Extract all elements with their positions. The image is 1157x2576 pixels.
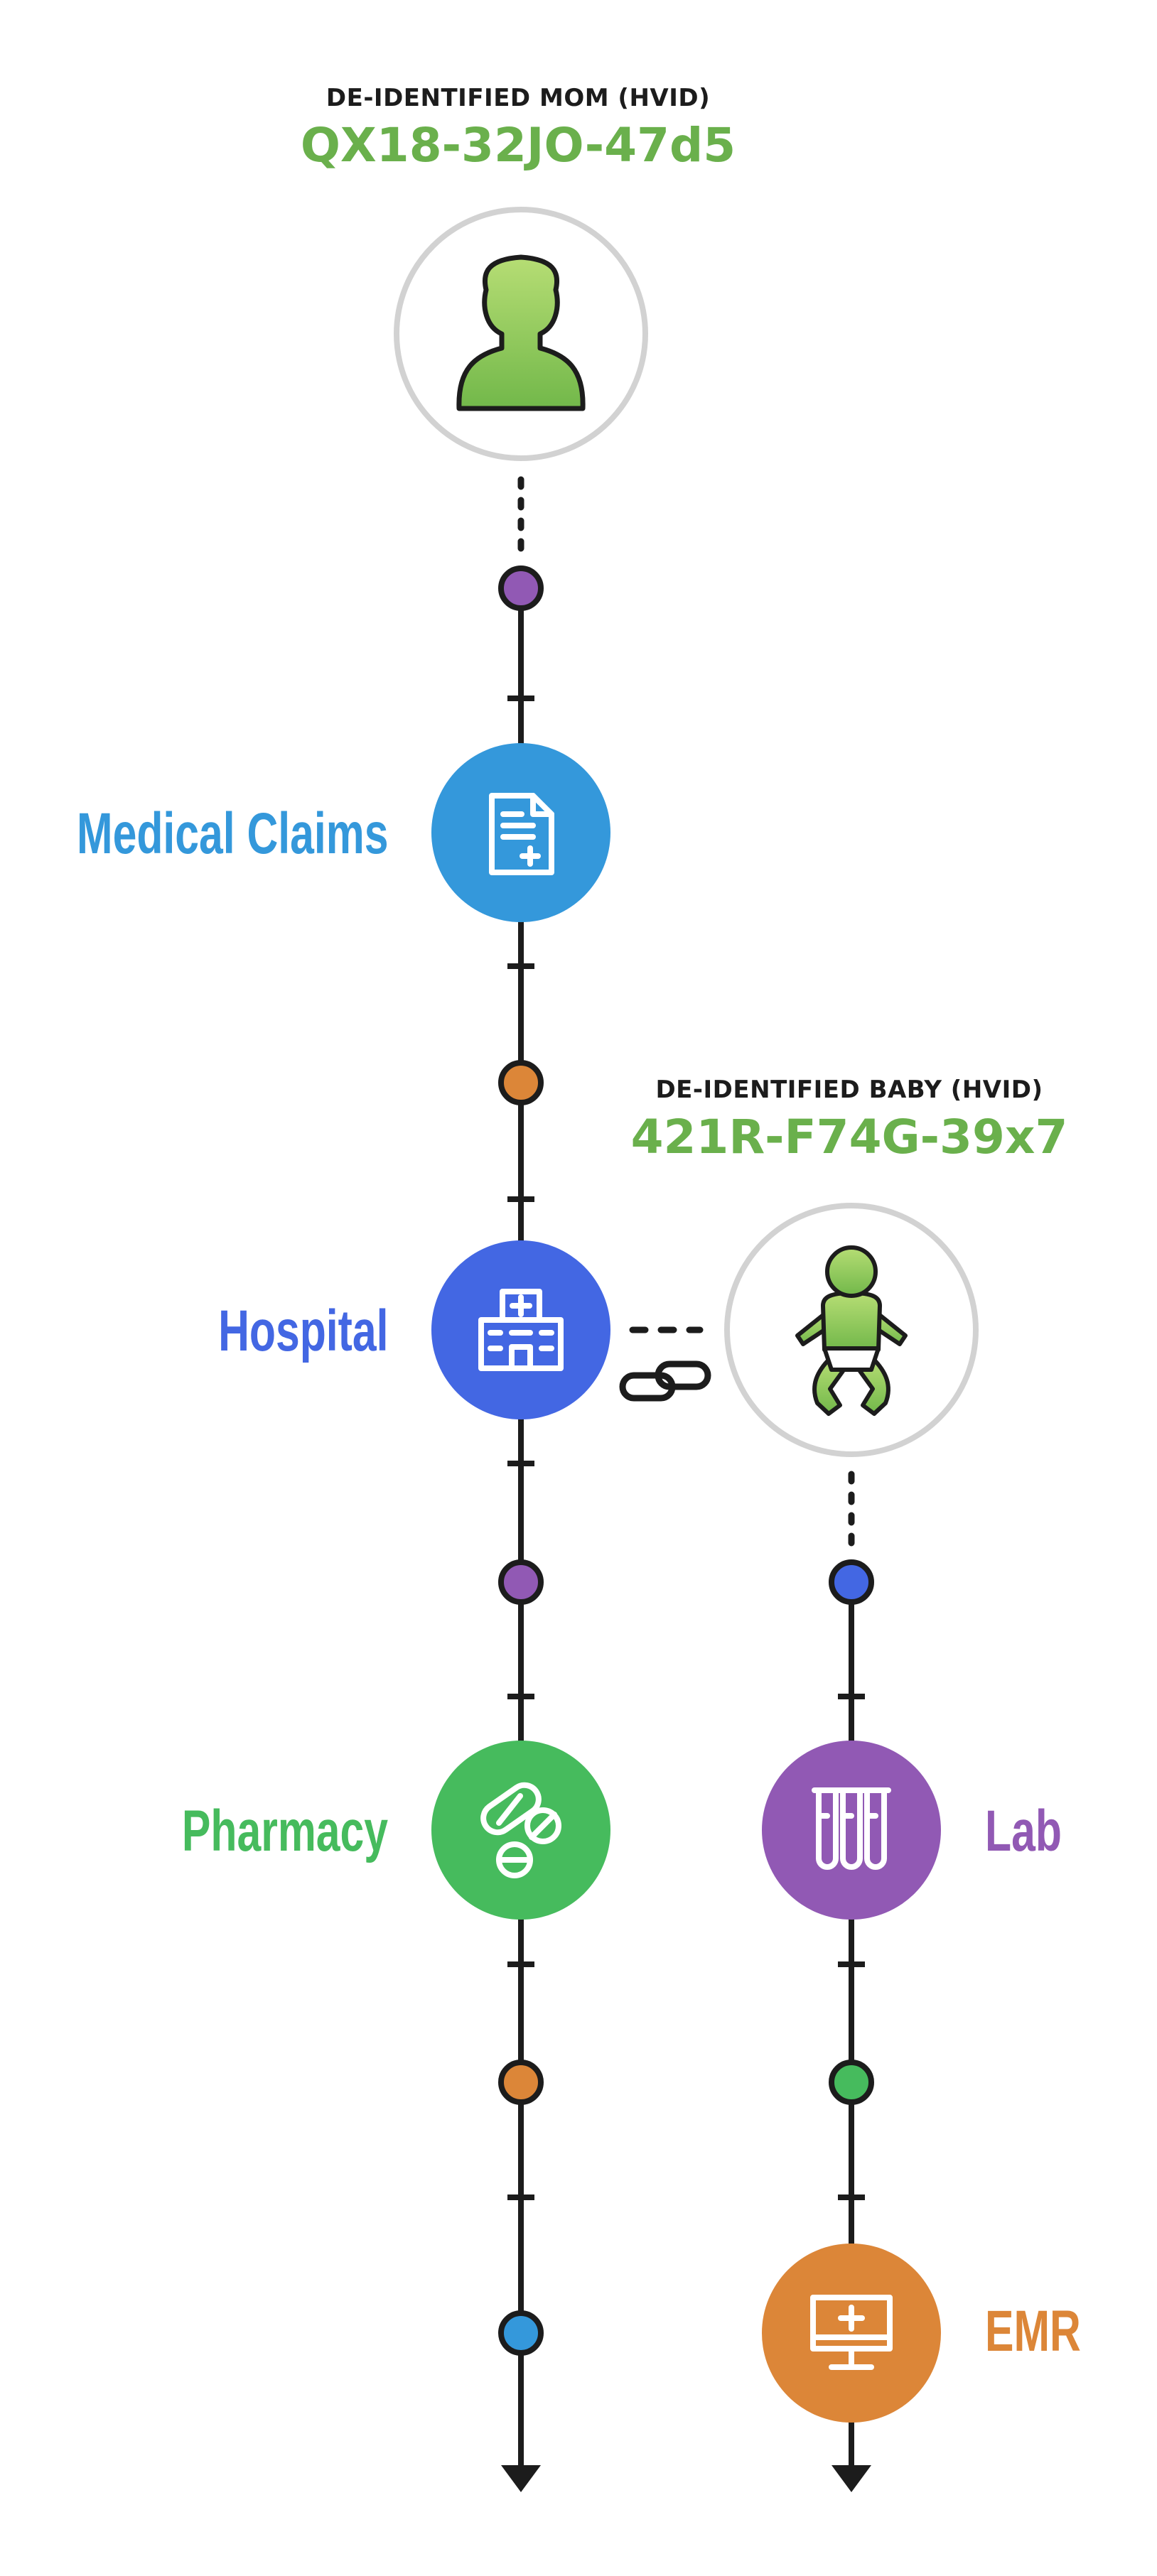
baby-event-dots (829, 1559, 874, 2105)
mom-id-caption: DE-IDENTIFIED MOM (HVID) (325, 84, 711, 112)
baby-id-caption: DE-IDENTIFIED BABY (HVID) (655, 1076, 1043, 1104)
event-dot-orange (498, 2060, 544, 2105)
pharmacy-label: Pharmacy (181, 1799, 388, 1863)
event-dot-orange (498, 1060, 544, 1105)
event-dot-purple (498, 1559, 544, 1605)
event-dot-royal-blue (829, 1559, 874, 1605)
woman-avatar-icon (456, 254, 586, 411)
event-dot-purple (498, 565, 544, 611)
lab-node (762, 1741, 941, 1920)
emr-node (762, 2244, 941, 2423)
hospital-label: Hospital (217, 1299, 388, 1363)
hospital-building-icon (478, 1289, 564, 1371)
mom-id-value: QX18-32JO-47d5 (300, 118, 736, 173)
lab-label: Lab (985, 1799, 1062, 1863)
medical-claims-node (431, 743, 610, 922)
mom-timeline-arrowhead (501, 2465, 541, 2492)
hospital-node (431, 1240, 610, 1419)
mom-avatar (394, 207, 648, 461)
baby-timeline-ticks (838, 1694, 865, 2200)
event-dot-green (829, 2060, 874, 2105)
pills-icon (480, 1782, 561, 1878)
medical-document-icon (489, 793, 554, 875)
baby-timeline-arrowhead (832, 2465, 871, 2492)
baby-avatar (724, 1203, 979, 1457)
pharmacy-node (431, 1741, 610, 1920)
mom-timeline-ticks (507, 696, 534, 2200)
baby-avatar-icon (795, 1245, 908, 1416)
event-dot-blue (498, 2310, 544, 2356)
chain-link-icon (619, 1360, 711, 1402)
test-tubes-icon (812, 1787, 891, 1870)
computer-monitor-icon (810, 2295, 893, 2370)
link-connector (619, 1326, 711, 1402)
mom-event-dots (498, 565, 544, 2356)
baby-id-value: 421R-F74G-39x7 (630, 1110, 1068, 1164)
emr-label: EMR (985, 2299, 1081, 2364)
medical-claims-label: Medical Claims (76, 801, 388, 866)
